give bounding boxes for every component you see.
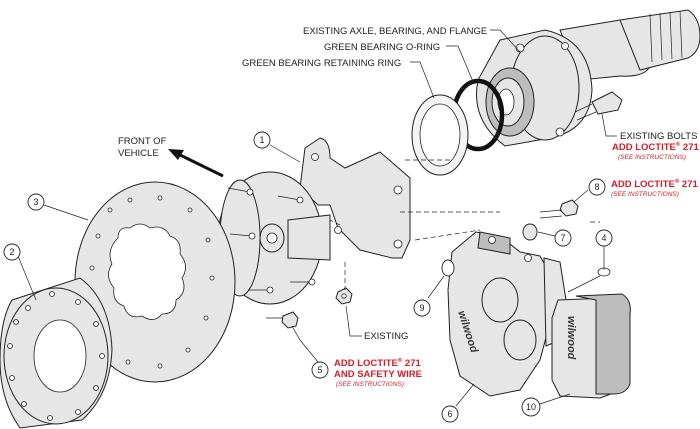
vehicle-label: VEHICLE <box>118 148 159 159</box>
callout-5: 5 <box>291 325 329 379</box>
callout-8: 8 <box>573 178 606 203</box>
mounting-bracket <box>299 137 411 259</box>
existing-bolts <box>574 91 623 121</box>
callout-10: 10 <box>521 393 571 417</box>
svg-text:6: 6 <box>447 409 452 419</box>
existing-nut <box>335 287 353 305</box>
svg-text:3: 3 <box>33 197 38 207</box>
callout-9: 9 <box>413 275 445 317</box>
existing-bolts-label: EXISTING BOLTS <box>620 131 697 142</box>
callout-1: 1 <box>253 131 301 163</box>
shim <box>441 259 455 277</box>
bolts-instructions-note: (SEE INSTRUCTIONS) <box>618 154 686 161</box>
axle-assembly <box>476 9 700 147</box>
pad-logo: wilwood <box>565 316 577 360</box>
retaining-ring-label: GREEN BEARING RETAINING RING <box>242 58 401 69</box>
item8-instructions-note: (SEE INSTRUCTIONS) <box>611 191 679 198</box>
axle-spline <box>649 10 683 63</box>
hub-with-studs <box>217 171 331 305</box>
brake-rotor <box>74 181 236 383</box>
item5-instructions-note: (SEE INSTRUCTIONS) <box>336 381 404 388</box>
bolts-loctite-note: ADD LOCTITE® 271 <box>612 141 699 153</box>
wheel-studs <box>227 187 312 291</box>
front-arrow-icon <box>168 149 184 160</box>
item8-loctite-note: ADD LOCTITE® 271 <box>611 178 698 190</box>
svg-text:5: 5 <box>317 365 322 375</box>
callout-4: 4 <box>595 229 613 270</box>
svg-text:4: 4 <box>601 233 606 243</box>
cotter-pin <box>567 267 611 293</box>
brake-pads: wilwood <box>551 293 631 399</box>
svg-text:10: 10 <box>526 402 536 412</box>
bearing-retaining-ring <box>411 94 469 176</box>
front-of-label: FRONT OF <box>118 136 167 147</box>
washer <box>522 223 538 241</box>
item5-safety-wire-note: AND SAFETY WIRE <box>334 369 422 380</box>
rotor-bolts <box>266 311 299 329</box>
callout-3: 3 <box>27 193 89 221</box>
caliper-bolt <box>539 199 579 219</box>
svg-text:7: 7 <box>560 233 565 243</box>
brake-caliper: wilwood <box>447 231 567 397</box>
axle-label: EXISTING AXLE, BEARING, AND FLANGE <box>303 26 487 37</box>
rotor-hat <box>0 277 113 429</box>
svg-text:9: 9 <box>419 303 424 313</box>
callout-2: 2 <box>3 243 37 301</box>
hat-bolt-holes <box>7 291 105 421</box>
svg-text:2: 2 <box>9 247 14 257</box>
svg-text:1: 1 <box>259 135 264 145</box>
item5-loctite-note: ADD LOCTITE® 271 <box>334 357 421 369</box>
callout-6: 6 <box>441 383 475 423</box>
svg-text:8: 8 <box>594 182 599 192</box>
o-ring-label: GREEN BEARING O-RING <box>324 42 440 53</box>
callout-7: 7 <box>537 229 572 247</box>
front-of-vehicle-indicator: FRONT OF VEHICLE <box>118 136 224 178</box>
existing-nut-label: EXISTING <box>364 331 408 342</box>
